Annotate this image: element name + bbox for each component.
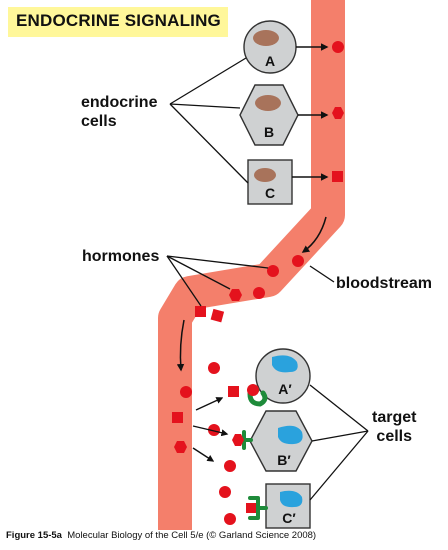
figure-source: Molecular Biology of the Cell 5/e (© Gar… bbox=[67, 530, 317, 541]
hormone-target-3 bbox=[228, 386, 239, 397]
endocrine-cell-a bbox=[243, 20, 297, 74]
hormone-target-5 bbox=[208, 424, 220, 436]
hormone-pointer-lines bbox=[166, 255, 269, 307]
target-cells-label: target cells bbox=[372, 408, 416, 446]
hormone-a bbox=[332, 41, 344, 53]
target-cell-b-prime bbox=[232, 410, 313, 472]
endocrine-cell-b bbox=[239, 84, 299, 146]
hormones-label: hormones bbox=[82, 248, 160, 265]
hormone-blood-4 bbox=[229, 289, 242, 301]
hormone-target-2 bbox=[208, 362, 220, 374]
nucleus-b bbox=[255, 95, 281, 111]
target-label-line2: cells bbox=[376, 428, 413, 445]
bloodstream-pointer-line bbox=[309, 265, 335, 283]
diagram-title: ENDOCRINE SIGNALING bbox=[16, 11, 221, 30]
endocrine-pointer-lines bbox=[169, 57, 249, 184]
hormone-blood-6 bbox=[210, 308, 225, 323]
hormone-blood-3 bbox=[253, 287, 265, 299]
endocrine-label-line1: endocrine bbox=[81, 94, 158, 111]
cell-label-a: A bbox=[265, 53, 275, 69]
figure-caption: Figure 15-5a Molecular Biology of the Ce… bbox=[6, 530, 316, 541]
hormone-target-8 bbox=[219, 486, 231, 498]
hormone-target-7 bbox=[224, 460, 236, 472]
nucleus-c-prime bbox=[280, 490, 303, 508]
nucleus-a bbox=[253, 30, 279, 46]
target-cell-a-prime bbox=[247, 348, 311, 407]
bloodstream-label: bloodstream bbox=[336, 275, 433, 292]
receptor-c-prime bbox=[248, 496, 268, 520]
endocrine-cells-label: endocrine cells bbox=[81, 93, 157, 131]
cell-label-a-prime: A′ bbox=[278, 381, 292, 397]
endocrine-cell-c bbox=[247, 159, 293, 205]
receptor-b-prime bbox=[242, 430, 253, 450]
nucleus-b-prime bbox=[278, 425, 303, 445]
hormone-blood-1 bbox=[267, 265, 279, 277]
nucleus-c bbox=[254, 168, 276, 182]
hormone-target-6 bbox=[174, 441, 187, 453]
endocrine-label-line2: cells bbox=[81, 113, 117, 130]
hormone-target-9 bbox=[224, 513, 236, 525]
bound-hormone-c-prime bbox=[246, 503, 256, 513]
target-label-line1: target bbox=[372, 409, 417, 426]
diffusion-arrows bbox=[192, 397, 229, 462]
flow-arrow-lower bbox=[176, 319, 185, 372]
cell-label-c-prime: C′ bbox=[282, 510, 296, 526]
hormone-target-4 bbox=[172, 412, 183, 423]
figure-number: Figure 15-5a bbox=[6, 530, 62, 541]
target-cell-c-prime bbox=[246, 483, 311, 529]
nucleus-a-prime bbox=[272, 355, 298, 373]
hormone-c bbox=[332, 171, 343, 182]
hormone-target-1 bbox=[180, 386, 192, 398]
hormone-blood-5 bbox=[195, 306, 206, 317]
bound-hormone-a-prime bbox=[247, 384, 259, 396]
target-pointer-lines bbox=[309, 384, 369, 501]
bound-hormone-b-prime bbox=[232, 434, 244, 446]
hormone-blood-2 bbox=[292, 255, 304, 267]
cell-label-c: C bbox=[265, 185, 275, 201]
title-box: ENDOCRINE SIGNALING bbox=[8, 7, 228, 37]
hormone-b bbox=[332, 107, 344, 119]
cell-label-b-prime: B′ bbox=[277, 452, 291, 468]
cell-label-b: B bbox=[264, 124, 274, 140]
flow-arrow-upper bbox=[301, 216, 327, 253]
